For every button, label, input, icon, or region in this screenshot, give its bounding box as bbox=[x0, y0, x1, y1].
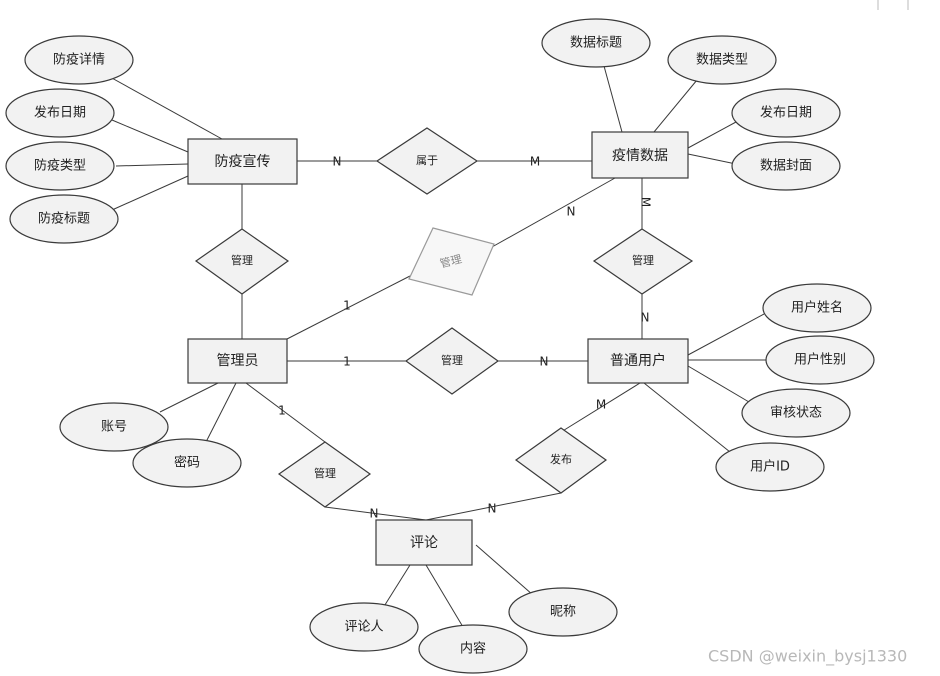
attr-label: 内容 bbox=[460, 641, 486, 657]
entity-propaganda: 防疫宣传 bbox=[187, 138, 298, 185]
attr-admin-password: 密码 bbox=[132, 438, 242, 488]
attr-label: 数据类型 bbox=[696, 53, 748, 68]
entity-label: 管理员 bbox=[217, 353, 259, 369]
attr-user-id: 用户ID bbox=[715, 442, 825, 492]
relation-belongs: 属于 bbox=[375, 127, 479, 195]
relation-label: 管理 bbox=[441, 353, 463, 367]
cardinality-label: M bbox=[639, 197, 653, 207]
attr-label: 账号 bbox=[101, 420, 127, 435]
attr-label: 昵称 bbox=[550, 605, 576, 620]
cardinality-label: N bbox=[540, 355, 549, 369]
relation-label: 管理 bbox=[632, 253, 654, 267]
watermark-text: CSDN @weixin_bysj1330 bbox=[708, 647, 907, 667]
entity-epidemic-data: 疫情数据 bbox=[591, 131, 689, 179]
cardinality-label: 1 bbox=[278, 404, 286, 418]
cardinality-label: N bbox=[567, 205, 576, 219]
attr-label: 评论人 bbox=[344, 620, 383, 635]
attr-data-cover: 数据封面 bbox=[731, 141, 841, 191]
cardinality-label: N bbox=[641, 311, 650, 325]
cardinality-label: N bbox=[370, 507, 379, 521]
entity-user: 普通用户 bbox=[587, 338, 689, 384]
relation-manage-data-user: 管理 bbox=[592, 228, 694, 295]
attr-comment-nickname: 昵称 bbox=[508, 587, 618, 637]
cardinality-labels: N M N 1 M N 1 N 1 N M N bbox=[278, 155, 652, 521]
attr-data-date: 发布日期 bbox=[731, 88, 841, 138]
entity-label: 防疫宣传 bbox=[215, 154, 271, 170]
cardinality-label: 1 bbox=[343, 299, 351, 313]
attr-label: 审核状态 bbox=[770, 406, 822, 421]
attr-prop-date: 发布日期 bbox=[5, 88, 115, 138]
relation-manage-comment: 管理 bbox=[277, 441, 372, 508]
cardinality-label: 1 bbox=[343, 355, 351, 369]
relation-manage-propaganda: 管理 bbox=[194, 228, 290, 295]
attr-data-type: 数据类型 bbox=[667, 35, 777, 85]
cardinality-label: M bbox=[596, 398, 606, 412]
relation-manage-data-admin: 管理 bbox=[408, 227, 495, 296]
cardinality-label: M bbox=[530, 155, 540, 169]
relation-manage-user: 管理 bbox=[404, 327, 500, 395]
cardinality-label: N bbox=[488, 502, 497, 516]
attr-label: 用户姓名 bbox=[791, 300, 843, 316]
attr-user-audit: 审核状态 bbox=[741, 388, 851, 438]
attr-label: 密码 bbox=[174, 455, 200, 471]
relation-label: 管理 bbox=[438, 252, 463, 271]
relation-publish: 发布 bbox=[514, 427, 608, 494]
relation-label: 管理 bbox=[231, 253, 253, 267]
attr-label: 数据标题 bbox=[570, 36, 622, 51]
relation-label: 发布 bbox=[550, 452, 572, 466]
attr-user-name: 用户姓名 bbox=[762, 283, 872, 333]
attr-prop-title: 防疫标题 bbox=[9, 194, 119, 244]
attr-label: 防疫标题 bbox=[38, 211, 90, 227]
connector-lines bbox=[109, 65, 767, 628]
attr-admin-account: 账号 bbox=[59, 402, 169, 452]
attr-label: 用户ID bbox=[750, 459, 790, 475]
entity-label: 普通用户 bbox=[610, 352, 666, 369]
attr-label: 数据封面 bbox=[760, 159, 812, 174]
attr-comment-author: 评论人 bbox=[309, 602, 419, 652]
attr-label: 发布日期 bbox=[760, 105, 812, 121]
attr-data-title: 数据标题 bbox=[541, 18, 651, 68]
attr-prop-type: 防疫类型 bbox=[5, 141, 115, 191]
attr-prop-detail: 防疫详情 bbox=[24, 35, 134, 85]
attr-label: 防疫详情 bbox=[53, 52, 105, 68]
page-corner-marks bbox=[877, 0, 909, 10]
attr-comment-content: 内容 bbox=[418, 624, 528, 674]
attr-label: 用户性别 bbox=[794, 352, 846, 368]
relation-label: 属于 bbox=[416, 154, 438, 167]
entity-label: 疫情数据 bbox=[612, 148, 668, 164]
entity-comment: 评论 bbox=[375, 519, 473, 566]
cardinality-label: N bbox=[333, 155, 342, 169]
entity-admin: 管理员 bbox=[187, 338, 288, 384]
relation-label: 管理 bbox=[314, 466, 336, 480]
attr-label: 防疫类型 bbox=[34, 158, 86, 174]
attr-user-gender: 用户性别 bbox=[765, 335, 875, 385]
entity-label: 评论 bbox=[410, 535, 438, 551]
attr-label: 发布日期 bbox=[34, 105, 86, 121]
